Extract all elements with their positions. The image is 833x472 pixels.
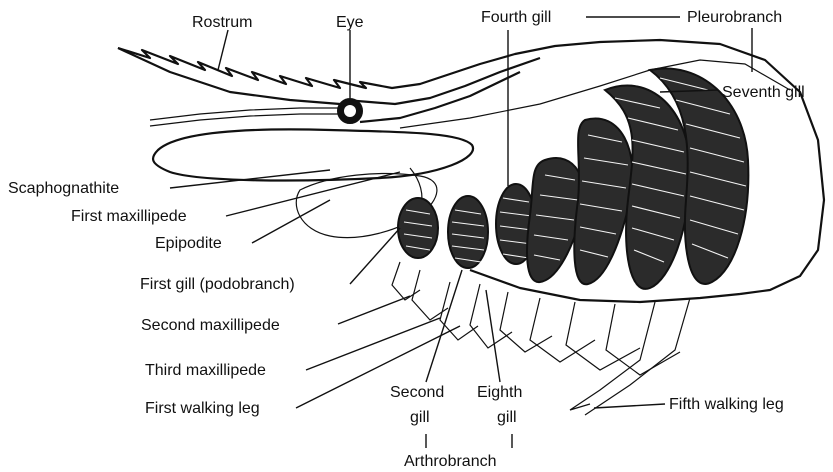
- label-fifth-walking-leg: Fifth walking leg: [669, 396, 784, 413]
- label-first-gill: First gill (podobranch): [140, 276, 295, 293]
- second-gill-shape: [448, 196, 488, 268]
- label-eye: Eye: [336, 14, 364, 31]
- label-fourth-gill: Fourth gill: [481, 9, 551, 26]
- label-third-maxillipede: Third maxillipede: [145, 362, 266, 379]
- label-second-gill-line2: gill: [410, 409, 430, 426]
- scaphognathite-shape: [153, 129, 473, 180]
- label-seventh-gill: Seventh gill: [722, 84, 805, 101]
- label-rostrum: Rostrum: [192, 14, 252, 31]
- label-epipodite: Epipodite: [155, 235, 222, 252]
- label-first-maxillipede: First maxillipede: [71, 208, 187, 225]
- label-scaphognathite: Scaphognathite: [8, 180, 119, 197]
- sixth-gill-shape: [574, 118, 632, 284]
- label-second-gill-line1: Second: [390, 384, 444, 401]
- label-first-walking-leg: First walking leg: [145, 400, 260, 417]
- first-gill-shape: [398, 198, 438, 258]
- label-pleurobranch: Pleurobranch: [687, 9, 782, 26]
- label-second-maxillipede: Second maxillipede: [141, 317, 280, 334]
- label-eighth-gill-line1: Eighth: [477, 384, 522, 401]
- label-arthrobranch: Arthrobranch: [404, 453, 497, 470]
- eye-shape: [338, 99, 362, 123]
- label-eighth-gill-line2: gill: [497, 409, 517, 426]
